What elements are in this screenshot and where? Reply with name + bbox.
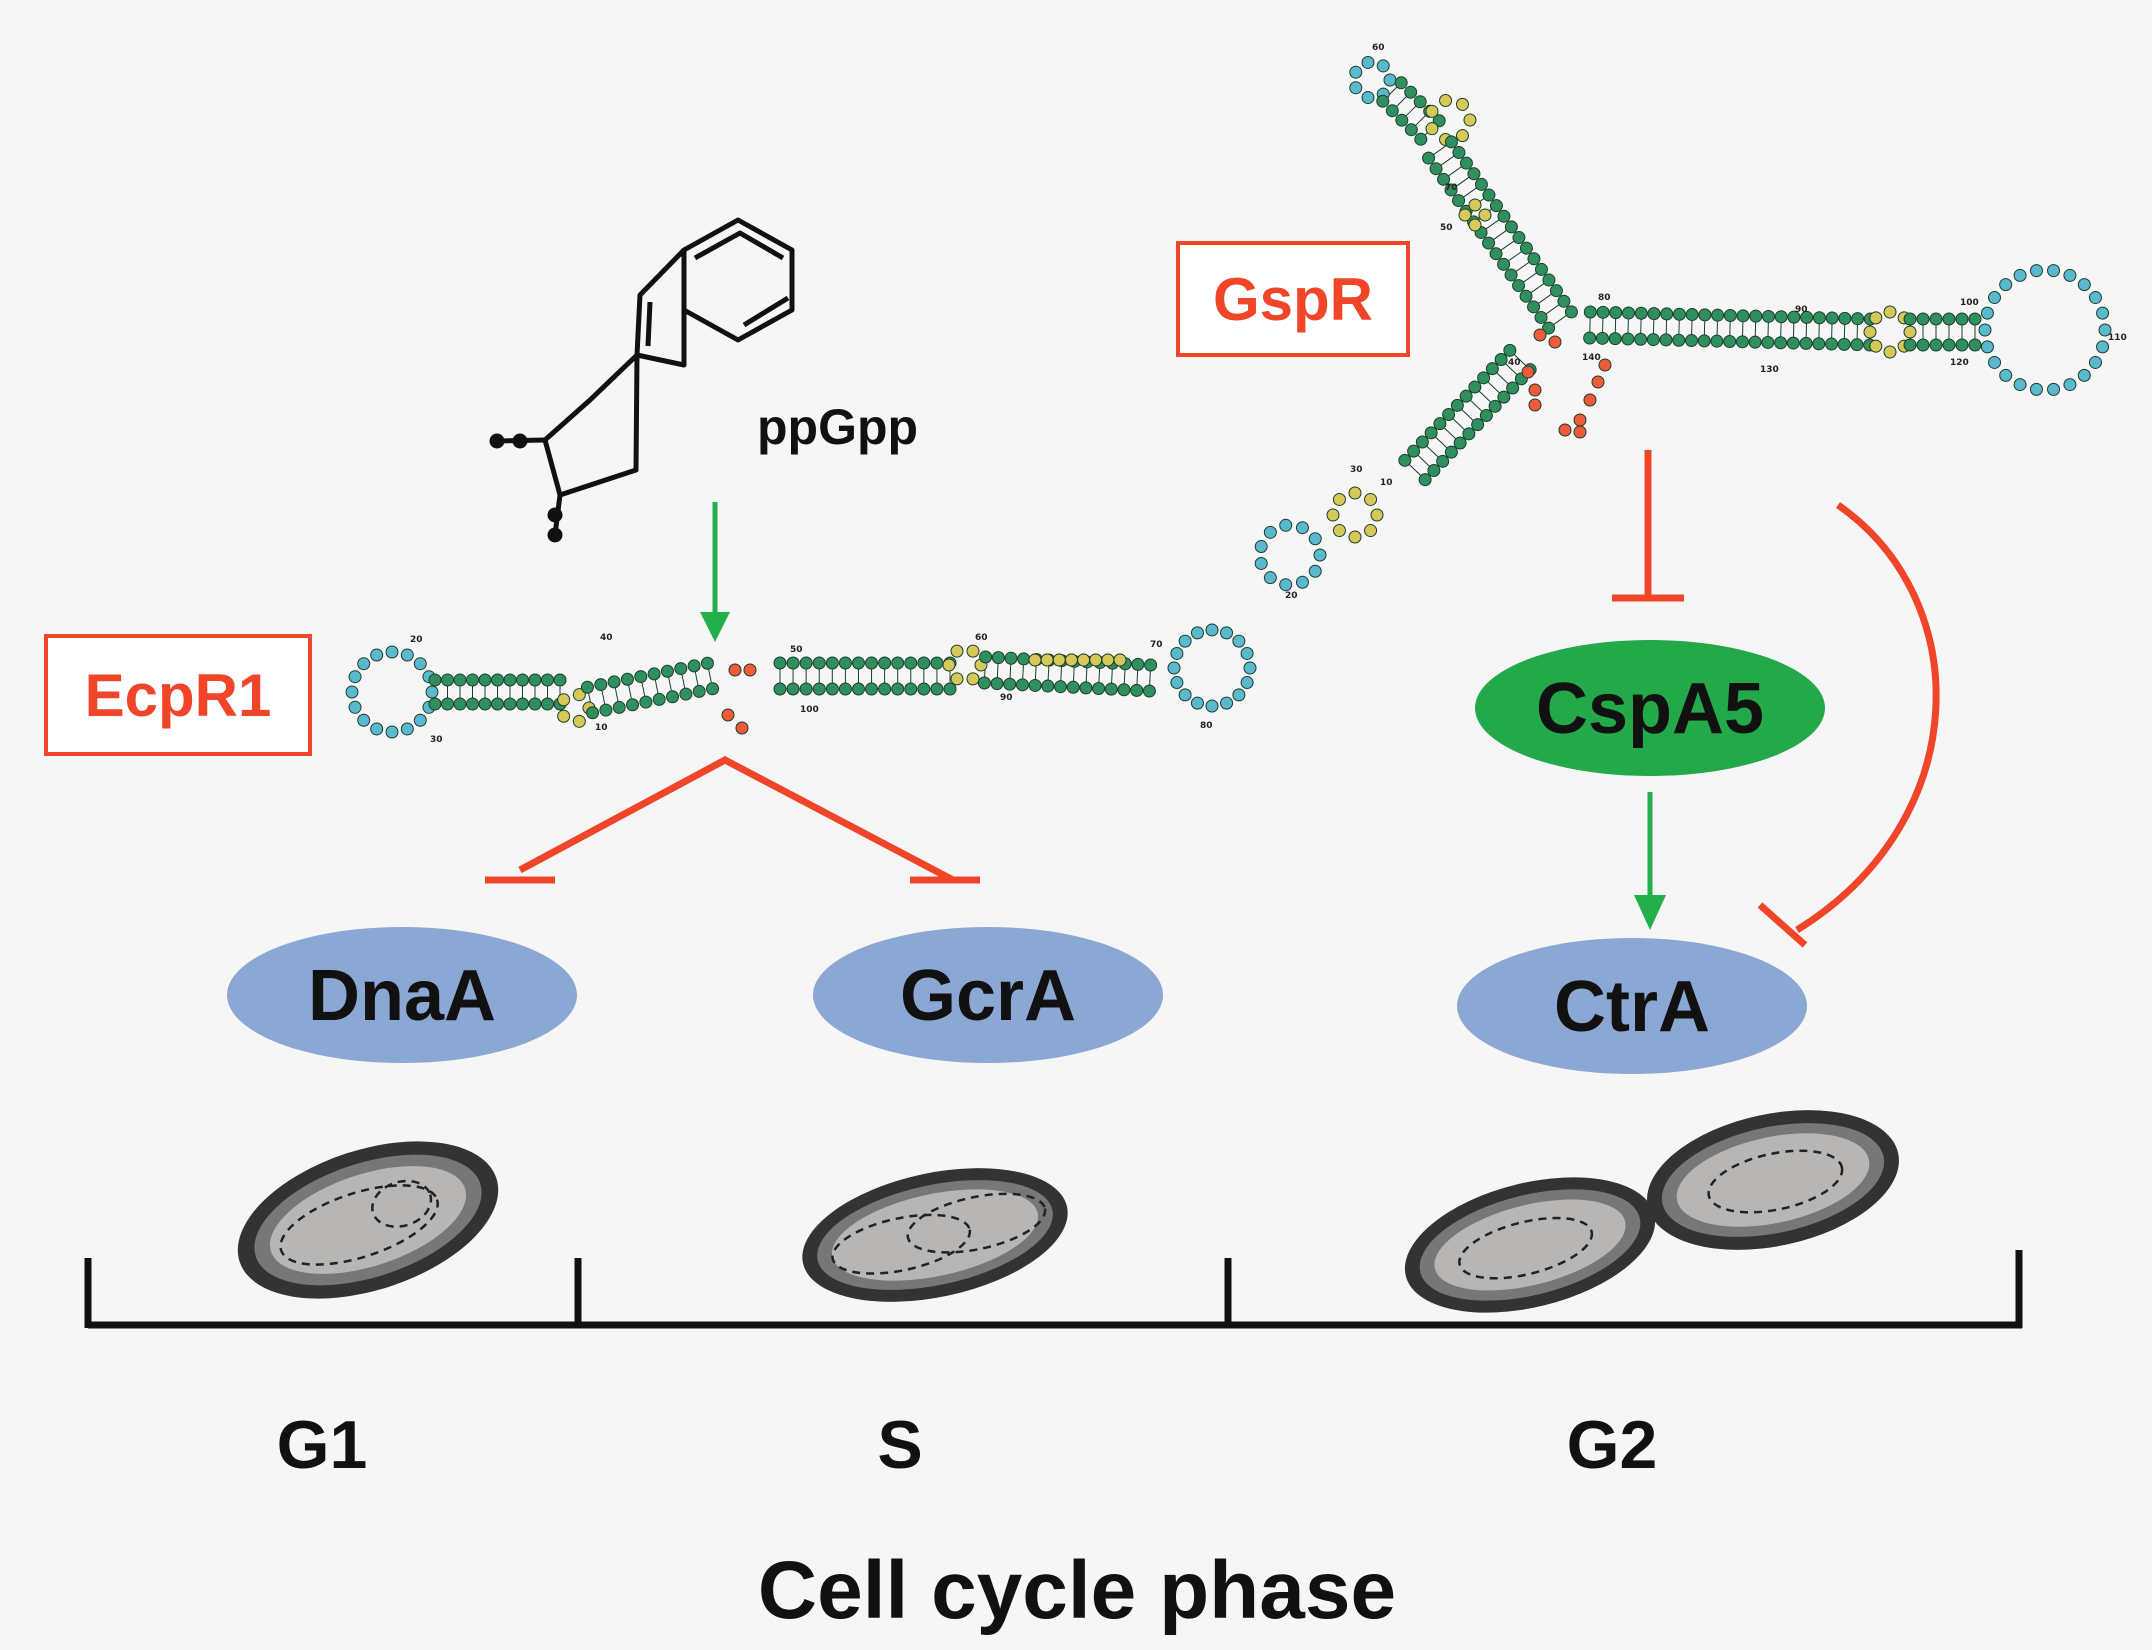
gspr-inhibits-cspa5 [1612, 450, 1684, 602]
rna-position-label: 100 [1960, 298, 1979, 308]
cell-cycle-timeline [84, 1250, 2023, 1329]
ppgpp-activation-arrow [700, 502, 730, 642]
rna-position-label: 90 [1000, 693, 1013, 703]
ctra-protein: CtrA [1457, 938, 1807, 1074]
ppgpp-label: ppGpp [757, 399, 918, 455]
cspa5-activates-ctra [1634, 792, 1666, 930]
rna-position-label: 60 [975, 633, 988, 643]
rna-position-label: 110 [2108, 333, 2127, 343]
gspr-inhibits-ctra [1757, 502, 1940, 948]
ctra-label: CtrA [1554, 967, 1710, 1047]
phase-g1: G1 [277, 1407, 368, 1483]
rna-position-label: 30 [430, 735, 443, 745]
rna-position-label: 70 [1150, 640, 1163, 650]
ecpr1-inhibition-arrows [485, 756, 980, 884]
gcra-protein: GcrA [813, 927, 1163, 1063]
rna-position-label: 50 [1440, 223, 1453, 233]
axis-label: Cell cycle phase [758, 1545, 1396, 1636]
cell-s [802, 1168, 1068, 1302]
rna-position-label: 90 [1795, 305, 1808, 315]
ecpr1-rna-structure: 20 30 10 40 50 100 60 90 70 80 [345, 623, 1257, 745]
ecpr1-label: EcpR1 [85, 662, 272, 729]
rna-position-label: 40 [1508, 358, 1521, 368]
rna-position-label: 130 [1760, 365, 1779, 375]
rna-position-label: 70 [1445, 183, 1458, 193]
rna-position-label: 40 [600, 633, 613, 643]
rna-position-label: 10 [1380, 478, 1393, 488]
gspr-label: GspR [1213, 266, 1373, 333]
phase-s: S [877, 1407, 922, 1483]
gspr-label-box [1176, 241, 1410, 357]
rna-position-label: 20 [410, 635, 423, 645]
rna-position-label: 80 [1598, 293, 1611, 303]
dnaa-label: DnaA [308, 956, 496, 1036]
rna-position-label: 50 [790, 645, 803, 655]
rna-position-label: 100 [800, 705, 819, 715]
cell-g1 [237, 1141, 499, 1299]
cspa5-protein: CspA5 [1475, 640, 1825, 776]
dnaa-protein: DnaA [227, 927, 577, 1063]
rna-position-label: 120 [1950, 358, 1969, 368]
gcra-label: GcrA [900, 956, 1076, 1036]
ppgpp-structure [489, 217, 795, 543]
rna-position-label: 10 [595, 723, 608, 733]
rna-position-label: 20 [1285, 591, 1298, 601]
rna-position-label: 140 [1582, 353, 1601, 363]
cell-g2-left [1404, 1177, 1656, 1313]
cell-g2-right [1647, 1110, 1899, 1250]
phase-g2: G2 [1567, 1407, 1658, 1483]
rna-position-label: 80 [1200, 721, 1213, 731]
ecpr1-label-box [44, 634, 312, 756]
rna-position-label: 60 [1372, 43, 1385, 53]
gspr-rna-structure: 60 70 50 80 90 100 110 130 120 140 40 30 10 20 [1254, 43, 2127, 601]
rna-position-label: 30 [1350, 465, 1363, 475]
cspa5-label: CspA5 [1536, 669, 1764, 749]
